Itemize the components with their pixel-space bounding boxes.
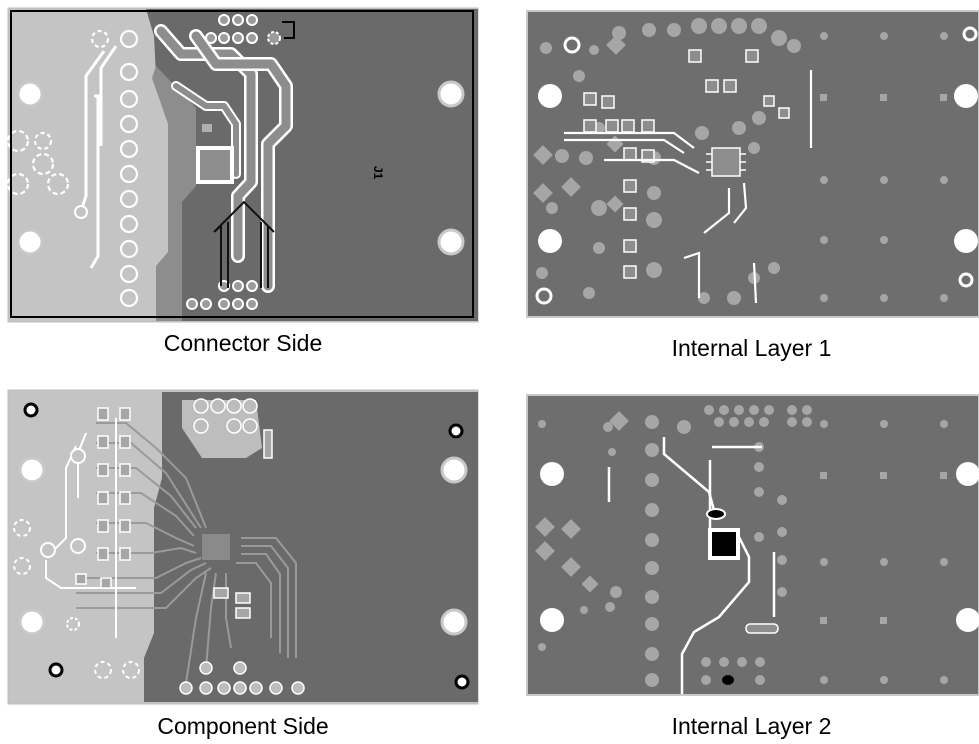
component-side-layout: [6, 388, 480, 706]
internal-layer-2-panel: [524, 392, 979, 698]
internal-layer-1-panel: [524, 8, 979, 320]
internal-layer-2-caption: Internal Layer 2: [671, 713, 832, 739]
component-side-panel: [6, 388, 480, 706]
internal-layer-1-caption: Internal Layer 1: [671, 335, 832, 361]
component-reference-label: J1: [371, 166, 385, 180]
internal-layer-1-layout: [524, 8, 979, 320]
connector-side-panel: J1: [6, 6, 480, 324]
connector-side-layout: J1: [6, 6, 480, 324]
internal-layer-2-layout: [524, 392, 979, 698]
connector-side-caption: Connector Side: [163, 330, 323, 356]
component-side-caption: Component Side: [157, 713, 329, 739]
